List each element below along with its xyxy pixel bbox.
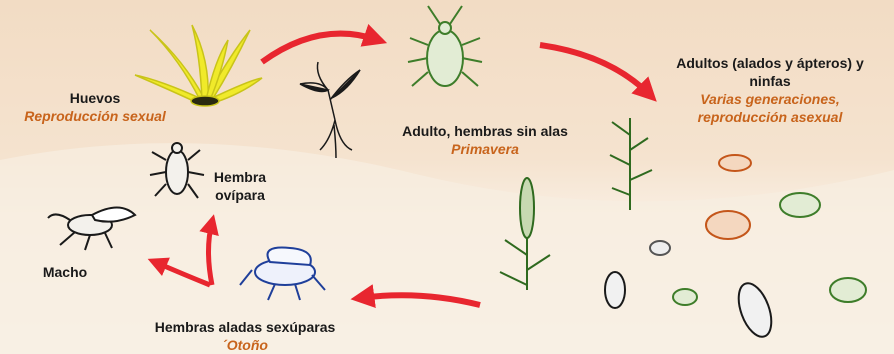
arrow-autumn-to-male xyxy=(147,257,211,288)
label-spring-title: Adulto, hembras sin alas xyxy=(402,123,568,139)
arrow-summer-to-autumn xyxy=(350,284,481,308)
label-ovipara-line2: ovípara xyxy=(215,187,265,203)
label-spring: Adulto, hembras sin alas Primavera xyxy=(385,122,585,158)
label-eggs-subtitle: Reproducción sexual xyxy=(24,108,166,124)
label-summer-subtitle-line2: reproducción asexual xyxy=(697,109,843,125)
winged-sexupara-icon xyxy=(239,246,326,301)
arrow-spring-to-summer xyxy=(539,42,657,102)
label-autumn-title: Hembras aladas sexúparas xyxy=(154,319,336,335)
oviparous-female-icon xyxy=(149,142,205,199)
seedling-roots-icon xyxy=(299,61,361,159)
label-autumn: Hembras aladas sexúparas ´Otoño xyxy=(130,318,360,354)
label-eggs-title: Huevos xyxy=(69,90,121,106)
label-autumn-subtitle: ´Otoño xyxy=(222,337,268,353)
label-summer: Adultos (alados y ápteros) y ninfas Vari… xyxy=(655,54,885,126)
label-male: Macho xyxy=(30,263,100,281)
background-band xyxy=(0,143,894,354)
label-male-title: Macho xyxy=(42,264,88,280)
male-aphid-icon xyxy=(47,206,137,251)
wheat-shoot-icon xyxy=(609,118,653,210)
label-eggs: Huevos Reproducción sexual xyxy=(10,89,180,125)
egg-grass-tuft-icon xyxy=(134,24,263,107)
label-ovipara-line1: Hembra xyxy=(213,169,267,185)
label-spring-subtitle: Primavera xyxy=(451,141,519,157)
wheat-ear-icon xyxy=(499,177,551,290)
label-ovipara: Hembra ovípara xyxy=(195,168,285,204)
spring-aphid-icon xyxy=(407,5,483,87)
label-summer-subtitle-line1: Varias generaciones, xyxy=(700,91,840,107)
arrow-autumn-to-ovipara xyxy=(199,214,219,286)
label-summer-title-line1: Adultos (alados y ápteros) y xyxy=(676,55,864,71)
label-summer-title-line2: ninfas xyxy=(749,73,791,89)
arrow-eggs-to-spring xyxy=(260,23,388,65)
summer-aphids-cluster-icon xyxy=(604,154,867,338)
